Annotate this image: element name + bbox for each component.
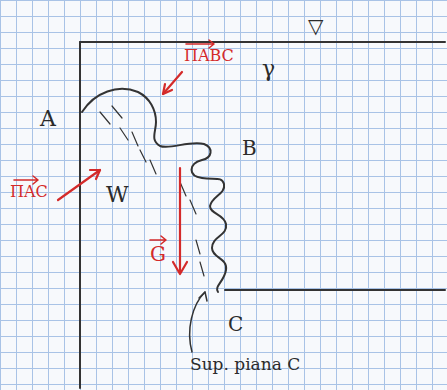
- body-outline: [82, 89, 226, 292]
- force-label: ΠABC: [184, 48, 234, 64]
- volume-label: W: [106, 184, 129, 206]
- arrow-head: [163, 84, 172, 94]
- leader-line: [190, 292, 205, 352]
- surface-symbol: ▽: [308, 16, 323, 36]
- weight-arrow: [179, 168, 181, 272]
- point-label: A: [40, 108, 56, 130]
- force-label: ΠAC: [10, 184, 48, 200]
- note-text: Sup. piana C: [190, 356, 300, 373]
- vector-mark: [14, 176, 38, 184]
- point-label: B: [242, 138, 257, 158]
- leader-head: [199, 292, 207, 301]
- specific-weight: γ: [262, 58, 275, 80]
- arrow-head: [90, 170, 100, 179]
- tank-wall: [79, 42, 81, 388]
- force-arrow: [163, 72, 182, 94]
- vector-mark: [186, 40, 214, 48]
- weight-label: G: [150, 244, 166, 264]
- point-label: C: [228, 314, 243, 334]
- force-arrow: [58, 170, 100, 200]
- hatching: [100, 106, 204, 276]
- vector-mark: [150, 236, 166, 244]
- free-surface-line: [80, 41, 445, 43]
- bottom-line: [225, 289, 445, 291]
- arrow-head: [173, 262, 187, 274]
